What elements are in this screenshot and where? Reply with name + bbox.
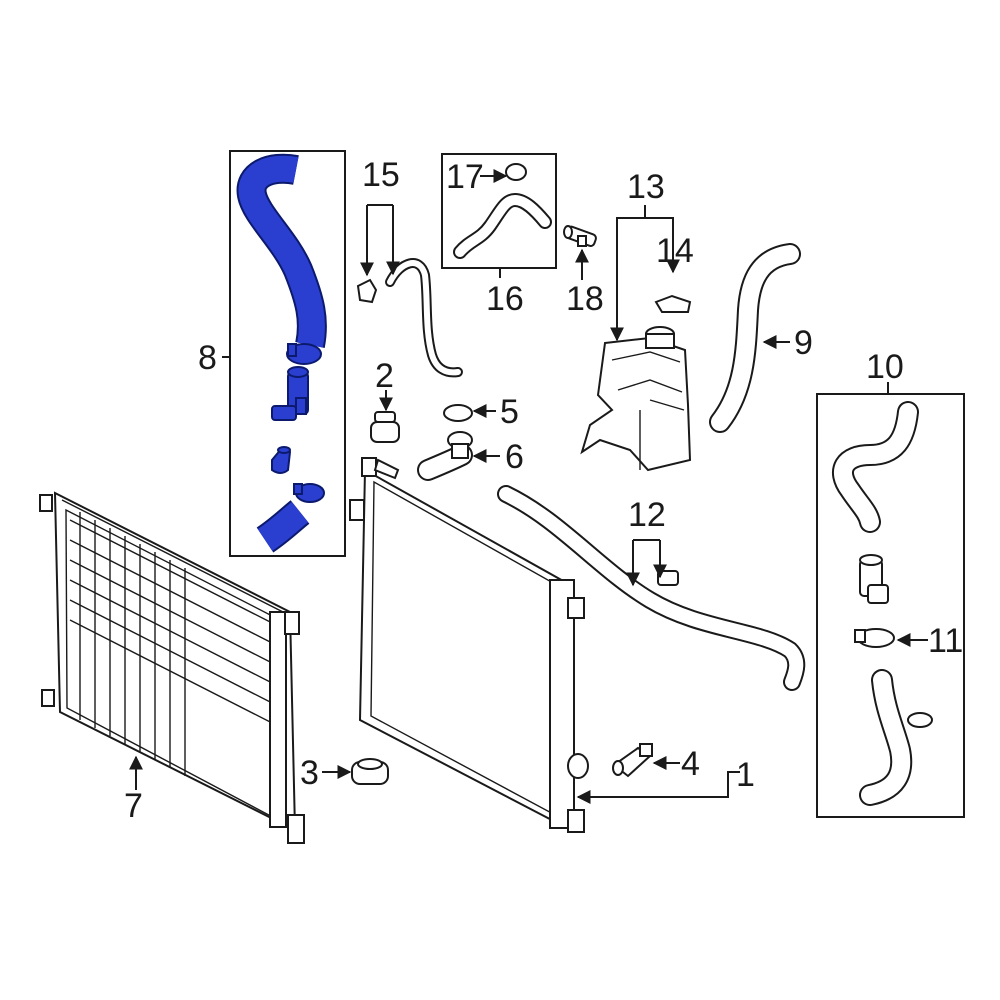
callout-3[interactable]: 3	[300, 754, 319, 792]
heater-hose-kit-box	[816, 393, 965, 818]
condenser-fins	[69, 512, 279, 776]
callout-10[interactable]: 10	[866, 348, 904, 386]
ac-condenser[interactable]	[39, 491, 305, 844]
radiator[interactable]	[349, 457, 589, 833]
upper-hose-kit-box	[229, 150, 346, 557]
reservoir-bracket[interactable]	[654, 294, 692, 313]
callout-13[interactable]: 13	[627, 168, 665, 206]
callout-2[interactable]: 2	[375, 357, 394, 395]
thermostat-housing[interactable]	[271, 366, 309, 421]
filler-neck[interactable]	[417, 431, 473, 481]
callout-11[interactable]: 11	[928, 622, 963, 660]
hose-clip[interactable]	[356, 278, 378, 304]
radiator-mount-upper[interactable]	[370, 411, 400, 443]
callout-14[interactable]: 14	[656, 232, 694, 270]
callout-5[interactable]: 5	[500, 393, 519, 431]
callout-1[interactable]: 1	[736, 756, 755, 794]
callout-4[interactable]: 4	[681, 745, 700, 783]
coolant-reservoir[interactable]	[580, 326, 692, 472]
callout-9[interactable]: 9	[794, 324, 813, 362]
heater-valve[interactable]	[859, 554, 889, 604]
heater-hose-upper[interactable]	[832, 401, 919, 533]
callout-18[interactable]: 18	[566, 280, 604, 318]
radiator-cap[interactable]	[443, 404, 473, 422]
callout-16[interactable]: 16	[486, 280, 524, 318]
bypass-hose-clamp[interactable]	[505, 163, 527, 181]
hose-fitting[interactable]	[271, 446, 292, 474]
radiator-mount-lower[interactable]	[351, 758, 389, 785]
hose-connector[interactable]	[563, 225, 597, 248]
heater-hose-lower[interactable]	[859, 669, 933, 806]
hose-clamp-lower[interactable]	[293, 483, 325, 503]
callout-6[interactable]: 6	[505, 438, 524, 476]
hose-clamp-upper[interactable]	[286, 343, 322, 365]
callout-15[interactable]: 15	[362, 156, 400, 194]
condenser-side-tank	[269, 611, 287, 828]
radiator-side-tank	[549, 579, 575, 829]
callout-12[interactable]: 12	[628, 496, 666, 534]
bypass-hose[interactable]	[453, 193, 552, 259]
overflow-hose[interactable]	[385, 258, 463, 378]
drain-cock[interactable]	[612, 743, 653, 778]
lower-radiator-hose[interactable]	[497, 485, 806, 691]
heater-hose-clamp[interactable]	[854, 628, 895, 648]
reservoir-hose[interactable]	[709, 243, 801, 433]
callout-8[interactable]: 8	[198, 339, 217, 377]
callout-17[interactable]: 17	[446, 158, 484, 196]
callout-7[interactable]: 7	[124, 787, 143, 825]
upper-hose-kit-group[interactable]	[229, 150, 346, 557]
radiator-drain-port	[567, 753, 589, 779]
